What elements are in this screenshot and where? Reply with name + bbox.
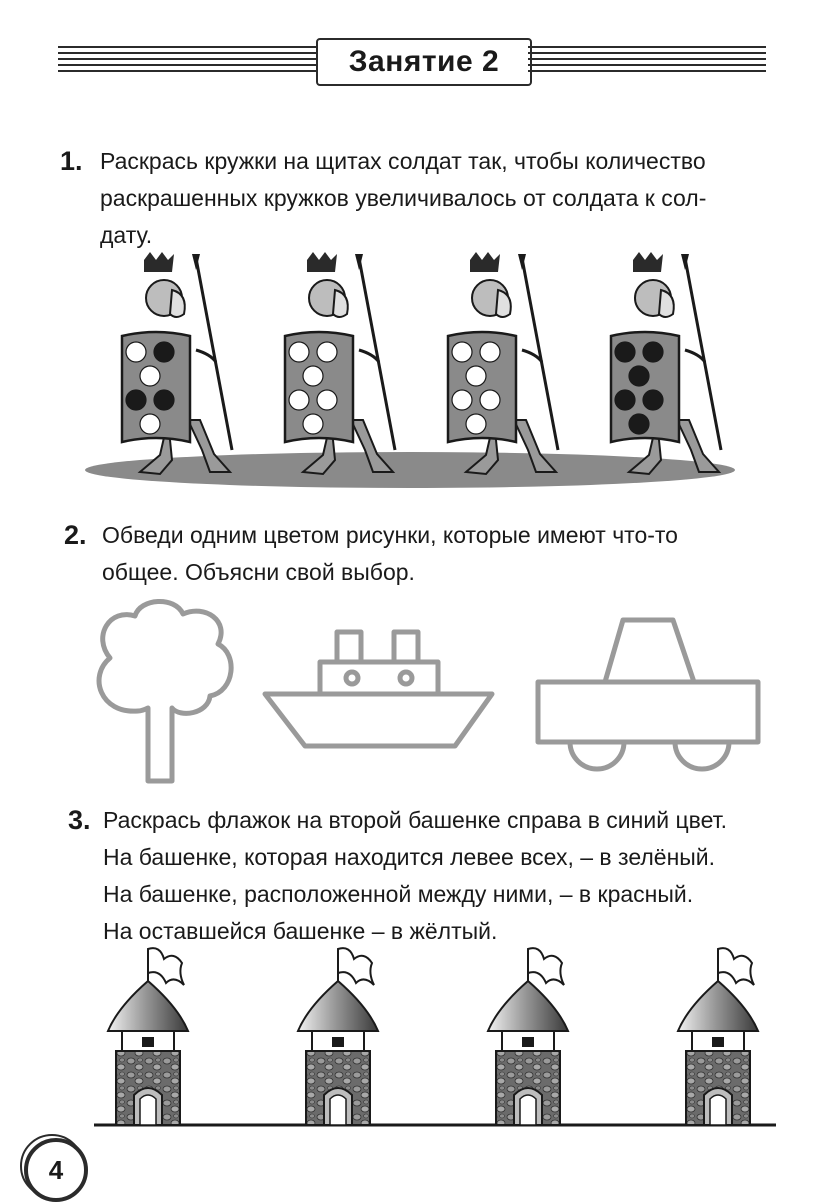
shield-dot[interactable] [288, 341, 310, 363]
soldier [446, 252, 560, 476]
shield-dot[interactable] [614, 341, 636, 363]
shield-dot[interactable] [628, 365, 650, 387]
task-3-line: Раскрась флажок на второй башенке справа… [103, 807, 727, 833]
task-1-text: Раскрась кружки на щитах солдат так, что… [100, 143, 706, 254]
task-3-text: Раскрась флажок на второй башенке справа… [103, 802, 727, 950]
header-stripes-left [58, 46, 316, 76]
task-1-line: Раскрась кружки на щитах солдат так, что… [100, 148, 706, 174]
shield-dot[interactable] [614, 389, 636, 411]
shield-dot[interactable] [302, 413, 324, 435]
shield-dot[interactable] [465, 413, 487, 435]
task-1-number: 1. [60, 146, 83, 176]
task-2-text: Обведи одним цветом рисунки, которые име… [102, 517, 678, 591]
shield-dot[interactable] [125, 341, 147, 363]
soldier [120, 252, 234, 476]
tower [486, 947, 570, 1126]
shield-dot[interactable] [316, 341, 338, 363]
shield-dot[interactable] [288, 389, 310, 411]
task-1-line: раскрашенных кружков увеличивалось от со… [100, 185, 707, 211]
soldiers-illustration [85, 252, 735, 488]
task-3-line: На башенке, которая находится левее всех… [103, 844, 716, 870]
towers-illustration [94, 947, 776, 1127]
ship-outline[interactable] [262, 629, 495, 749]
shield[interactable] [609, 330, 681, 444]
page-number: 4 [24, 1138, 88, 1202]
car-outline[interactable] [535, 617, 761, 772]
task-3-number: 3. [68, 805, 91, 835]
shield-dot[interactable] [153, 389, 175, 411]
shield-dot[interactable] [628, 413, 650, 435]
tower-flag[interactable] [717, 947, 755, 986]
header-stripes-right [528, 46, 766, 76]
soldier [609, 252, 723, 476]
shield[interactable] [446, 330, 518, 444]
shield-dot[interactable] [451, 389, 473, 411]
shield-dot[interactable] [642, 389, 664, 411]
tower-flag[interactable] [337, 947, 375, 986]
shield-dot[interactable] [479, 341, 501, 363]
tower [106, 947, 190, 1126]
shield-dot[interactable] [302, 365, 324, 387]
ground-shadow [85, 452, 735, 488]
shield-dot[interactable] [465, 365, 487, 387]
shield[interactable] [283, 330, 355, 444]
tower [676, 947, 760, 1126]
shield-dot[interactable] [125, 389, 147, 411]
shield-dot[interactable] [642, 341, 664, 363]
lesson-header: Занятие 2 [58, 38, 766, 86]
tower-flag[interactable] [527, 947, 565, 986]
shield-dot[interactable] [153, 341, 175, 363]
soldier [283, 252, 397, 476]
tree-outline[interactable] [96, 599, 234, 784]
task-2-line: Обведи одним цветом рисунки, которые име… [102, 522, 678, 548]
task-2-line: общее. Объясни свой выбор. [102, 559, 415, 585]
shield-dot[interactable] [139, 413, 161, 435]
task-2-number: 2. [64, 520, 87, 550]
tower [296, 947, 380, 1126]
tower-flag[interactable] [147, 947, 185, 986]
task-3-line: На башенке, расположенной между ними, – … [103, 881, 694, 907]
shapes-illustration [96, 599, 761, 784]
shield-dot[interactable] [479, 389, 501, 411]
shield-dot[interactable] [451, 341, 473, 363]
shield-dot[interactable] [139, 365, 161, 387]
shield-dot[interactable] [316, 389, 338, 411]
shield[interactable] [120, 330, 192, 444]
task-1-line: дату. [100, 222, 153, 248]
task-3-line: На оставшейся башенке – в жёлтый. [103, 918, 498, 944]
lesson-title: Занятие 2 [316, 38, 532, 86]
